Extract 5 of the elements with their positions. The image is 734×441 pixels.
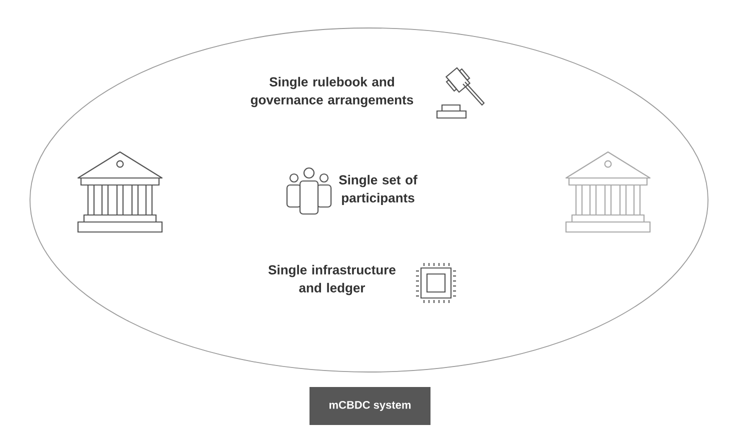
ellipse-outline (30, 28, 708, 372)
feature-text: Single set of participants (339, 174, 418, 206)
feature-text: Single infrastructure and ledger (268, 264, 396, 296)
feature-text: Single rulebook and governance arrangements (250, 76, 414, 108)
caption-box: mCBDC system (310, 387, 430, 425)
